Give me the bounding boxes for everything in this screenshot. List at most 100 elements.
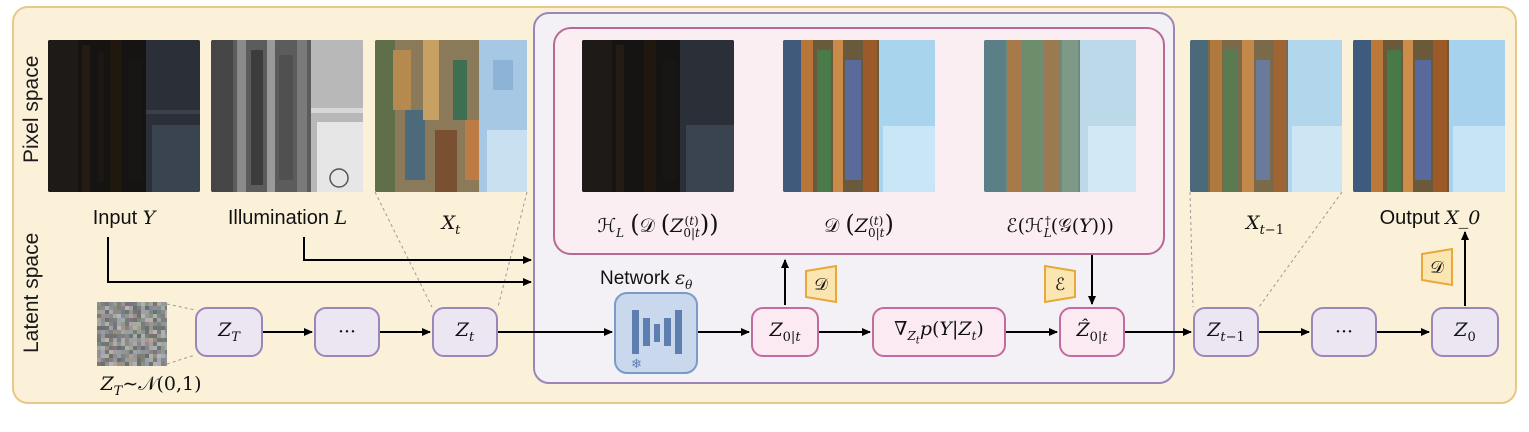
noise-pixel <box>157 330 161 334</box>
noise-pixel <box>149 318 153 322</box>
noise-pixel <box>109 358 113 362</box>
noise-pixel <box>121 302 125 306</box>
noise-pixel <box>141 302 145 306</box>
noise-pixel <box>137 358 141 362</box>
noise-pixel <box>105 314 109 318</box>
noise-pixel <box>101 322 105 326</box>
noise-pixel <box>145 358 149 362</box>
hl-label: ℋL (𝒟 (Z(t)0|t)) <box>597 210 719 240</box>
noise-pixel <box>133 322 137 326</box>
noise-pixel <box>153 306 157 310</box>
noise-pixel <box>149 330 153 334</box>
noise-pixel <box>125 346 129 350</box>
noise-pixel <box>117 362 121 366</box>
noise-pixel <box>109 334 113 338</box>
noise-pixel <box>145 342 149 346</box>
noise-pixel <box>161 302 165 306</box>
noise-pixel <box>117 318 121 322</box>
noise-pixel <box>125 362 129 366</box>
noise-pixel <box>141 362 145 366</box>
encoded-label: ℰ(ℋL†(𝒢(Y))) <box>1006 214 1114 241</box>
noise-pixel <box>133 334 137 338</box>
noise-pixel <box>157 354 161 358</box>
noise-pixel <box>133 362 137 366</box>
noise-pixel <box>153 310 157 314</box>
noise-pixel <box>105 310 109 314</box>
noise-pixel <box>97 342 101 346</box>
noise-pixel <box>125 350 129 354</box>
noise-pixel <box>105 346 109 350</box>
network-label: Network εθ <box>600 267 693 292</box>
noise-pixel <box>137 338 141 342</box>
noise-pixel <box>145 338 149 342</box>
noise-pixel <box>133 346 137 350</box>
input-image <box>48 40 200 192</box>
noise-pixel <box>129 314 133 318</box>
noise-pixel <box>101 338 105 342</box>
noise-pixel <box>113 362 117 366</box>
noise-pixel <box>121 346 125 350</box>
noise-pixel <box>105 334 109 338</box>
noise-pixel <box>153 302 157 306</box>
noise-pixel <box>129 330 133 334</box>
noise-pixel <box>161 362 165 366</box>
noise-pixel <box>161 354 165 358</box>
noise-pixel <box>129 350 133 354</box>
xt-label: Xt <box>441 212 461 238</box>
noise-pixel <box>161 334 165 338</box>
node-z0t: Z0|t <box>751 307 819 357</box>
noise-pixel <box>97 354 101 358</box>
noise-pixel <box>145 302 149 306</box>
noise-pixel <box>105 350 109 354</box>
noise-pixel <box>141 350 145 354</box>
noise-pixel <box>101 362 105 366</box>
noise-pixel <box>161 314 165 318</box>
noise-pixel <box>121 362 125 366</box>
noise-pixel <box>113 350 117 354</box>
noise-pixel <box>157 362 161 366</box>
noise-pixel <box>145 346 149 350</box>
noise-pixel <box>105 306 109 310</box>
noise-pixel <box>141 342 145 346</box>
node-zt-minus-1: Zt−1 <box>1193 307 1259 357</box>
xt-minus-1-label: Xt−1 <box>1246 212 1284 238</box>
noise-pixel <box>157 318 161 322</box>
noise-pixel <box>105 326 109 330</box>
noise-pixel <box>109 322 113 326</box>
noise-pixel <box>161 322 165 326</box>
noise-pixel <box>133 358 137 362</box>
noise-pixel <box>105 362 109 366</box>
noise-pixel <box>125 314 129 318</box>
noise-pixel <box>141 330 145 334</box>
noise-pixel <box>149 334 153 338</box>
noise-pixel <box>117 302 121 306</box>
noise-pixel <box>117 346 121 350</box>
noise-pixel <box>141 338 145 342</box>
noise-pixel <box>109 350 113 354</box>
noise-pixel <box>117 314 121 318</box>
noise-pixel <box>137 346 141 350</box>
svg-text:ℰ: ℰ <box>1055 275 1065 295</box>
noise-pixel <box>149 342 153 346</box>
noise-pixel <box>157 302 161 306</box>
noise-pixel <box>157 358 161 362</box>
noise-pixel <box>121 354 125 358</box>
noise-pixel <box>125 310 129 314</box>
noise-pixel <box>125 302 129 306</box>
noise-pixel <box>109 342 113 346</box>
noise-pixel <box>97 306 101 310</box>
illumination-label: Illumination L <box>227 207 348 229</box>
output-image <box>1353 40 1505 192</box>
noise-pixel <box>125 342 129 346</box>
noise-pixel <box>129 310 133 314</box>
noise-pixel <box>149 346 153 350</box>
noise-pixel <box>101 342 105 346</box>
noise-pixel <box>109 310 113 314</box>
noise-pixel <box>137 362 141 366</box>
noise-pixel <box>129 302 133 306</box>
noise-pixel <box>161 318 165 322</box>
noise-pixel <box>105 330 109 334</box>
noise-pixel <box>109 326 113 330</box>
noise-pixel <box>141 310 145 314</box>
